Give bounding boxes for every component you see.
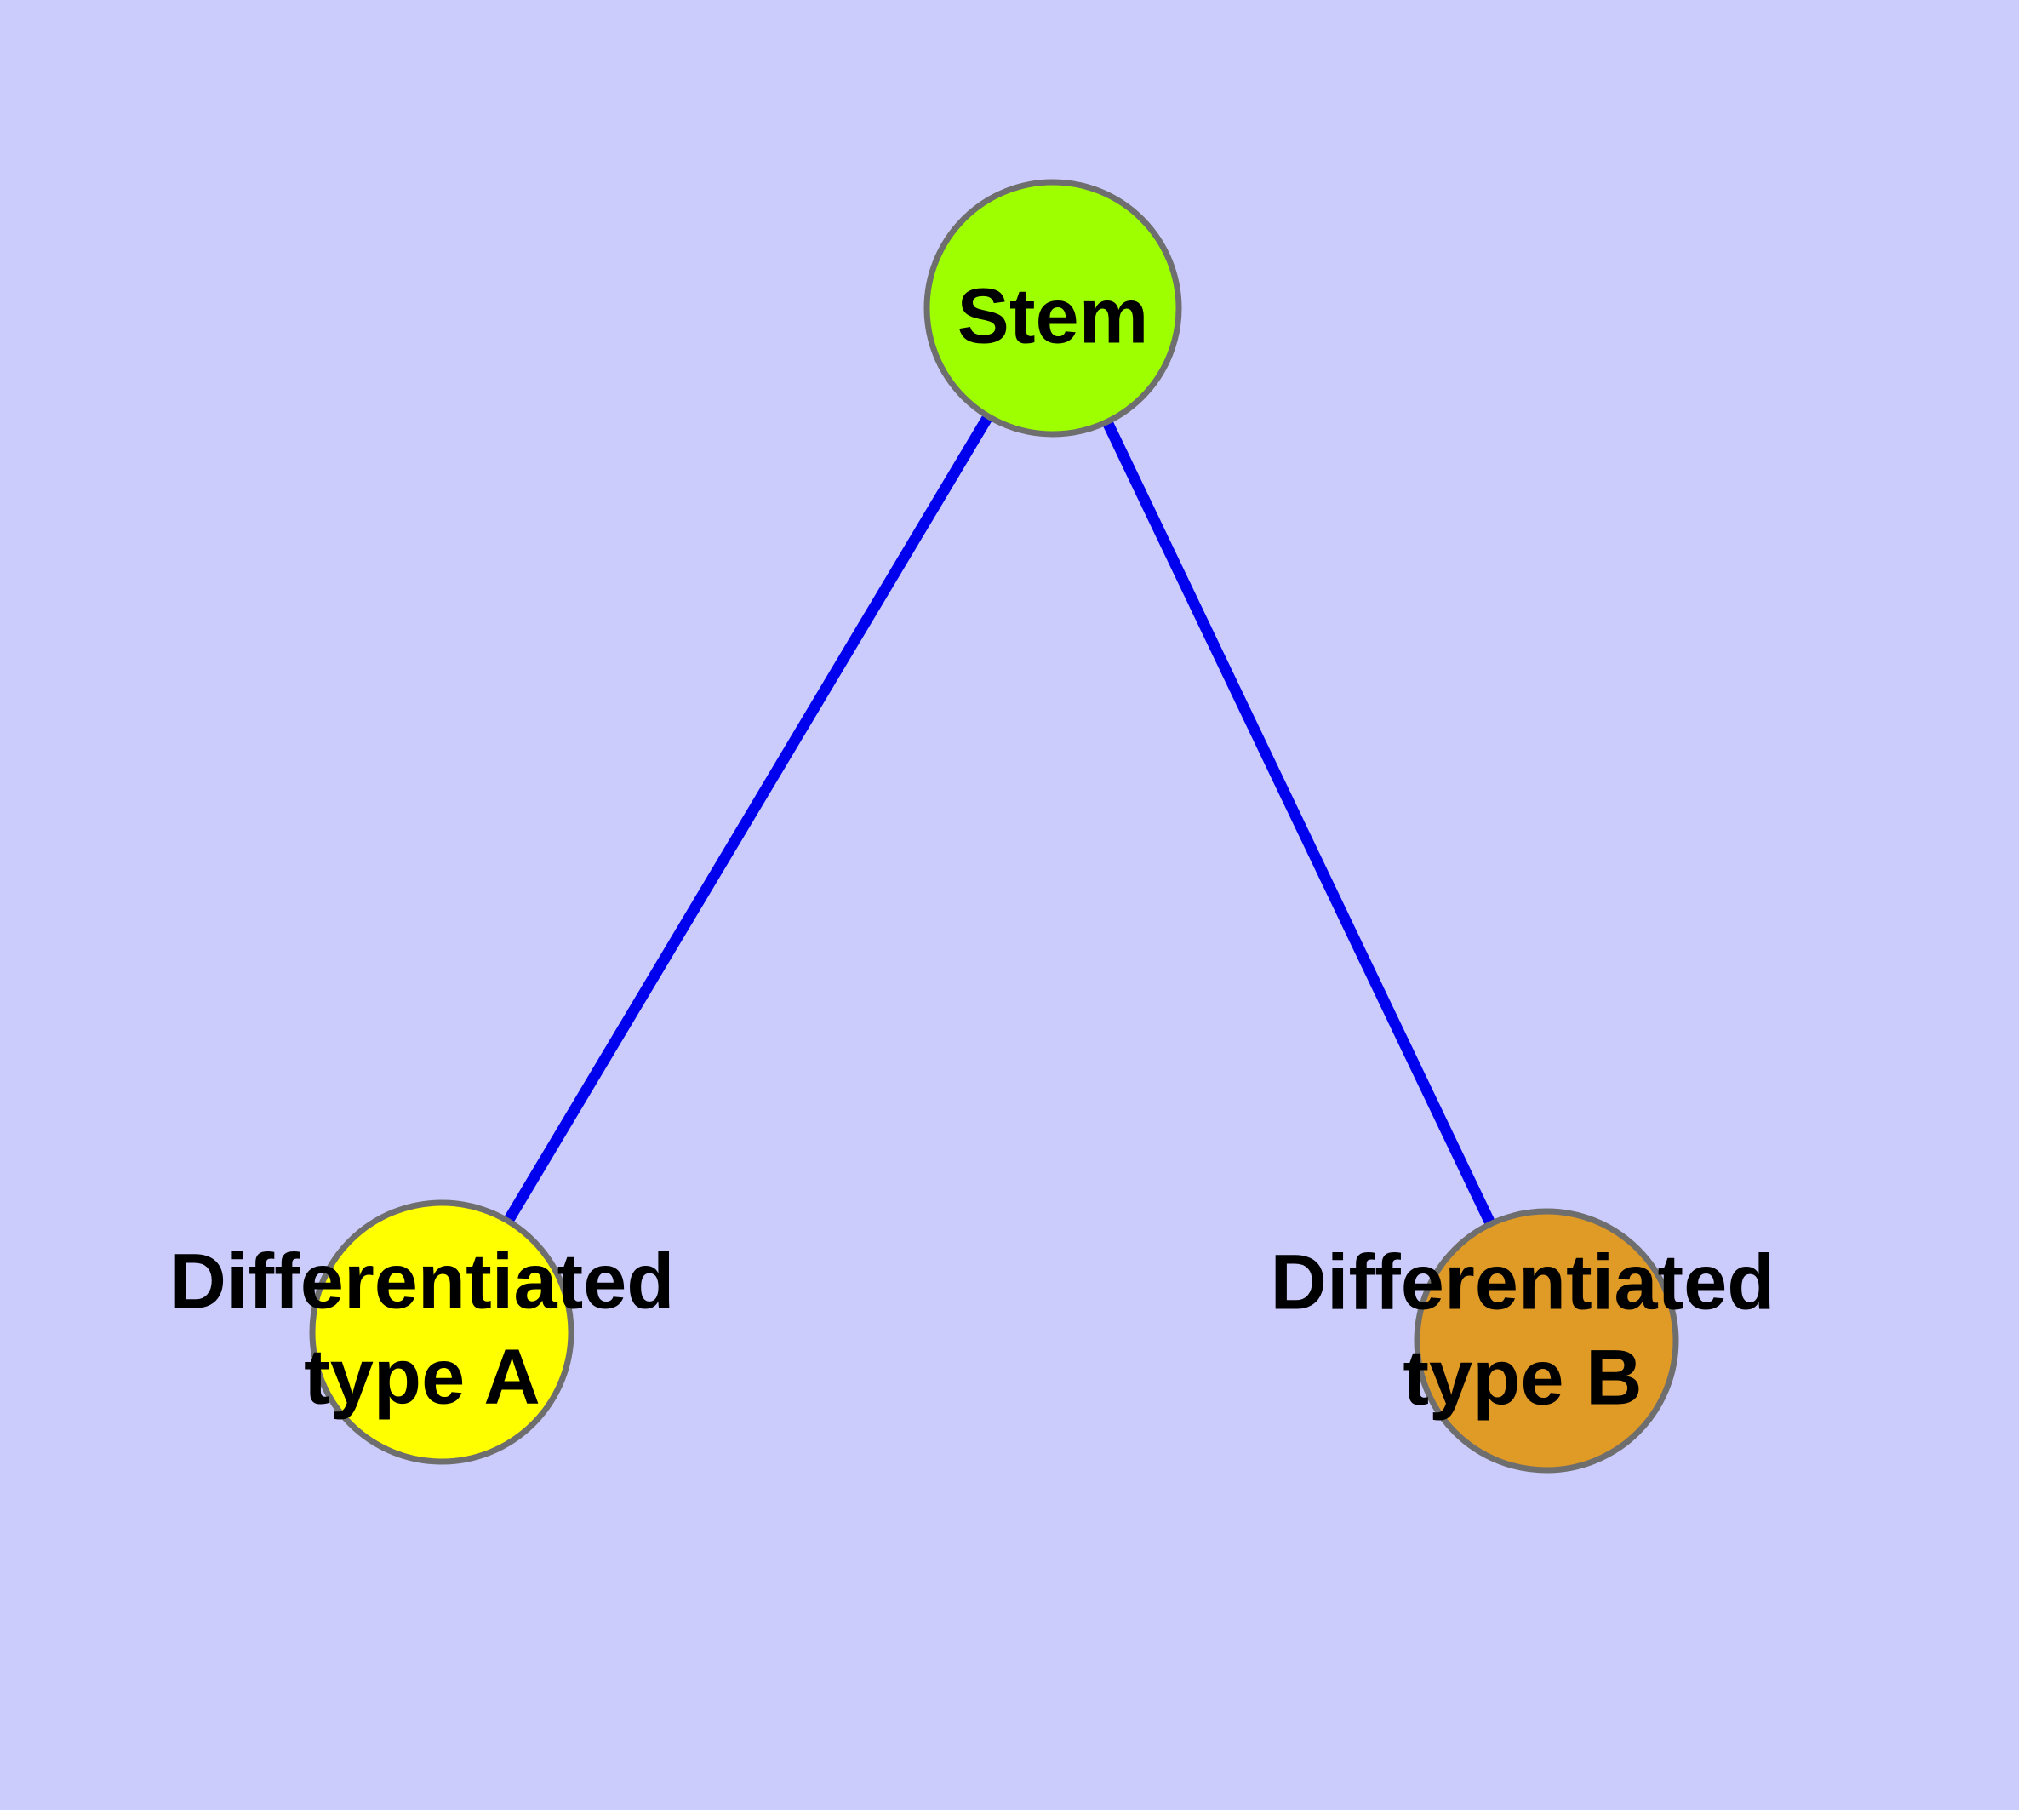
node-differentiated-type-a[interactable]: [309, 1199, 574, 1465]
edge-layer: [437, 305, 1552, 1343]
edge-stem-to-differentiated-type-b[interactable]: [1048, 306, 1552, 1343]
node-label-stem: Stem: [957, 272, 1149, 359]
node-stem[interactable]: [923, 179, 1182, 438]
node-label-differentiated-type-a: Differentiated type A: [170, 1238, 675, 1420]
node-stem-circle[interactable]: [923, 179, 1182, 438]
node-label-differentiated-type-a-line-2: type A: [304, 1333, 540, 1420]
node-differentiated-type-b[interactable]: [1414, 1208, 1679, 1474]
node-differentiated-type-b-circle[interactable]: [1414, 1208, 1679, 1474]
node-differentiated-type-a-circle[interactable]: [309, 1199, 574, 1465]
node-label-differentiated-type-b-line-2: type B: [1403, 1334, 1642, 1421]
label-layer: Stem Differentiated type A Differentiate…: [170, 272, 1775, 1421]
node-label-differentiated-type-b-line-1: Differentiated: [1271, 1239, 1775, 1325]
node-label-differentiated-type-a-line-1: Differentiated: [170, 1238, 675, 1325]
node-label-differentiated-type-b: Differentiated type B: [1271, 1239, 1775, 1421]
node-layer: [309, 179, 1679, 1474]
edge-stem-to-differentiated-type-a[interactable]: [437, 305, 1058, 1336]
